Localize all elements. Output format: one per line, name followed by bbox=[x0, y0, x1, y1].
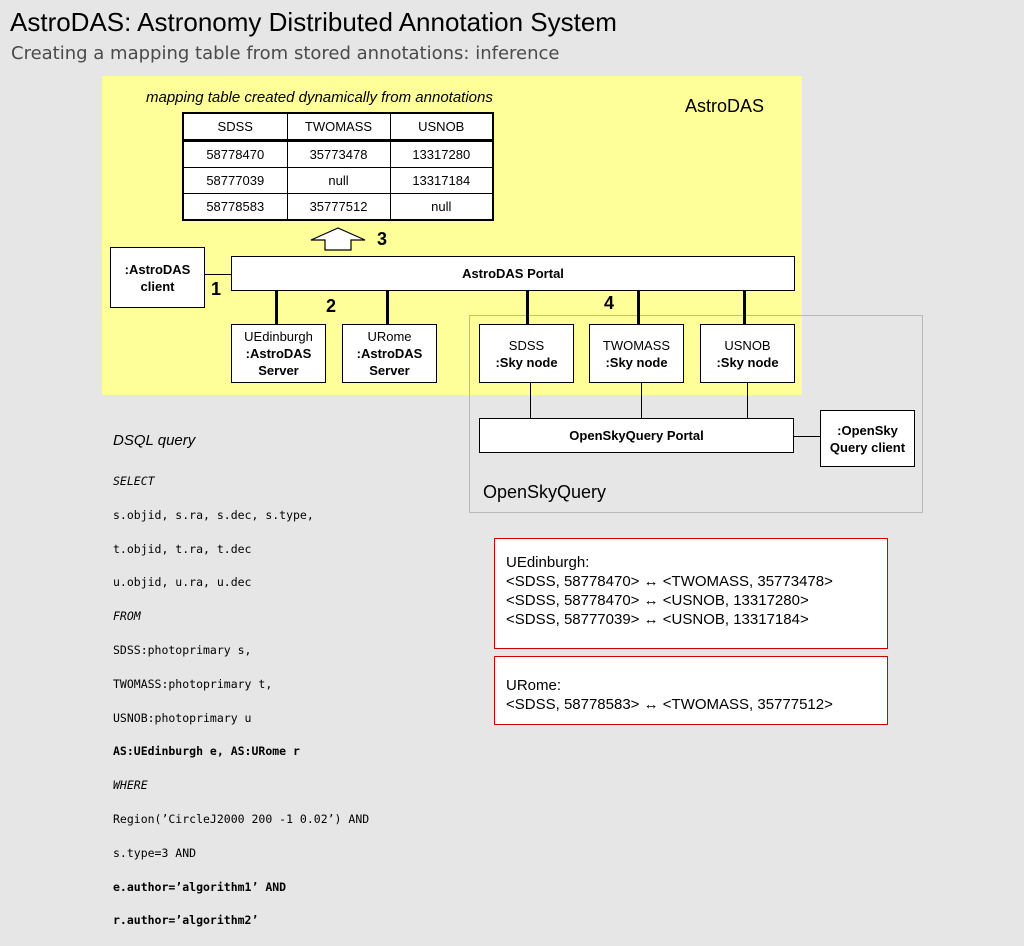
opensky-region-label: OpenSkyQuery bbox=[483, 482, 607, 502]
table-cell: 13317280 bbox=[389, 140, 494, 168]
opensky-portal-box: OpenSkyQuery Portal bbox=[479, 418, 794, 453]
sky-node-sdss-box: SDSS :Sky node bbox=[479, 324, 574, 383]
sky-node-twomass-box: TWOMASS :Sky node bbox=[589, 324, 684, 383]
step-label-1: 1 bbox=[211, 279, 222, 299]
code-line: e.author=’algorithm1’ AND bbox=[113, 879, 287, 894]
step-label-2: 2 bbox=[326, 296, 337, 316]
code-line: SELECT bbox=[113, 473, 155, 488]
server-name: URome bbox=[367, 329, 412, 344]
step-label-4: 4 bbox=[604, 293, 615, 313]
urome-annotations-box: URome: <SDSS, 58778583> ↔ <TWOMASS, 3577… bbox=[494, 656, 888, 725]
code-line: u.objid, u.ra, u.dec bbox=[113, 575, 252, 590]
step-label-3: 3 bbox=[377, 229, 388, 249]
server-role: :AstroDAS Server bbox=[356, 346, 423, 378]
table-cell: 58777039 bbox=[182, 167, 288, 194]
mapping-table: SDSS TWOMASS USNOB 58778470 35773478 133… bbox=[182, 112, 494, 221]
table-cell: null bbox=[389, 193, 494, 221]
mapping-table-caption: mapping table created dynamically from a… bbox=[146, 89, 493, 106]
dsql-code: SELECT s.objid, s.ra, s.dec, s.type, t.o… bbox=[113, 456, 369, 946]
connector-twomass-opensky bbox=[641, 383, 642, 418]
code-line: Region(’CircleJ2000 200 -1 0.02’) AND bbox=[113, 812, 370, 827]
uedinburgh-annotations-box: UEdinburgh: <SDSS, 58778470> ↔ <TWOMASS,… bbox=[494, 538, 888, 649]
connector-usnob-opensky bbox=[747, 383, 748, 418]
code-line: FROM bbox=[113, 609, 141, 624]
code-line: USNOB:photoprimary u bbox=[113, 710, 252, 725]
annotation-line: <SDSS, 58778470> ↔ <TWOMASS, 35773478> bbox=[506, 573, 833, 590]
annotation-heading: URome: bbox=[506, 677, 562, 694]
table-cell: 13317184 bbox=[389, 167, 494, 194]
sky-node-role: :Sky node bbox=[716, 354, 779, 370]
opensky-client-box: :OpenSky Query client bbox=[820, 410, 915, 467]
opensky-client-label: :OpenSky Query client bbox=[829, 422, 906, 455]
table-cell: 35773478 bbox=[286, 140, 391, 168]
annotation-line: <SDSS, 58778583> ↔ <TWOMASS, 35777512> bbox=[506, 696, 833, 713]
mapping-table-header: SDSS TWOMASS USNOB bbox=[182, 112, 494, 142]
connector-portal-urome bbox=[386, 291, 389, 324]
connector-portal-uedinburgh bbox=[275, 291, 278, 324]
code-line: s.objid, s.ra, s.dec, s.type, bbox=[113, 507, 314, 522]
server-role: :AstroDAS Server bbox=[245, 346, 312, 378]
header-cell: SDSS bbox=[182, 112, 288, 142]
server-name: UEdinburgh bbox=[244, 329, 313, 344]
astrodas-region-label: AstroDAS bbox=[685, 96, 765, 116]
table-cell: null bbox=[286, 167, 391, 194]
table-cell: 58778470 bbox=[182, 140, 288, 168]
astrodas-client-label: :AstroDAS client bbox=[124, 261, 191, 294]
header-cell: TWOMASS bbox=[286, 112, 391, 142]
server-uedinburgh-box: UEdinburgh :AstroDAS Server bbox=[231, 324, 326, 383]
header-cell: USNOB bbox=[389, 112, 494, 142]
connector-portal-twomass bbox=[637, 291, 640, 324]
astrodas-portal-label: AstroDAS Portal bbox=[462, 266, 564, 281]
opensky-region bbox=[469, 315, 923, 513]
table-row: 58777039 null 13317184 bbox=[182, 167, 494, 194]
sky-node-name: TWOMASS bbox=[602, 337, 671, 353]
sky-node-name: SDSS bbox=[508, 337, 545, 353]
code-line: WHERE bbox=[113, 778, 148, 793]
code-line: r.author=’algorithm2’ bbox=[113, 913, 259, 928]
code-line: s.type=3 AND bbox=[113, 845, 197, 860]
table-cell: 58778583 bbox=[182, 193, 288, 221]
connector-portal-opensky-client bbox=[794, 436, 820, 437]
connector-client-portal bbox=[205, 274, 232, 275]
table-row: 58778583 35777512 null bbox=[182, 193, 494, 221]
up-arrow-icon bbox=[310, 227, 366, 251]
sky-node-name: USNOB bbox=[724, 337, 771, 353]
annotation-line: <SDSS, 58778470> ↔ <USNOB, 13317280> bbox=[506, 592, 809, 609]
opensky-portal-label: OpenSkyQuery Portal bbox=[569, 428, 704, 443]
connector-portal-usnob bbox=[743, 291, 746, 324]
code-line: SDSS:photoprimary s, bbox=[113, 642, 252, 657]
slide-subtitle: Creating a mapping table from stored ann… bbox=[11, 43, 560, 64]
code-line: AS:UEdinburgh e, AS:URome r bbox=[113, 744, 300, 759]
connector-sdss-opensky bbox=[530, 383, 531, 418]
server-urome-box: URome :AstroDAS Server bbox=[342, 324, 437, 383]
astrodas-portal-box: AstroDAS Portal bbox=[231, 256, 795, 291]
code-line: TWOMASS:photoprimary t, bbox=[113, 676, 273, 691]
dsql-title: DSQL query bbox=[113, 432, 196, 449]
sky-node-role: :Sky node bbox=[495, 354, 558, 370]
slide-title: AstroDAS: Astronomy Distributed Annotati… bbox=[10, 7, 617, 37]
sky-node-usnob-box: USNOB :Sky node bbox=[700, 324, 795, 383]
connector-portal-sdss bbox=[526, 291, 529, 324]
astrodas-client-box: :AstroDAS client bbox=[110, 247, 205, 308]
code-line: t.objid, t.ra, t.dec bbox=[113, 541, 252, 556]
annotation-heading: UEdinburgh: bbox=[506, 554, 590, 571]
table-cell: 35777512 bbox=[286, 193, 391, 221]
sky-node-role: :Sky node bbox=[605, 354, 668, 370]
table-row: 58778470 35773478 13317280 bbox=[182, 140, 494, 168]
annotation-line: <SDSS, 58777039> ↔ <USNOB, 13317184> bbox=[506, 611, 809, 628]
